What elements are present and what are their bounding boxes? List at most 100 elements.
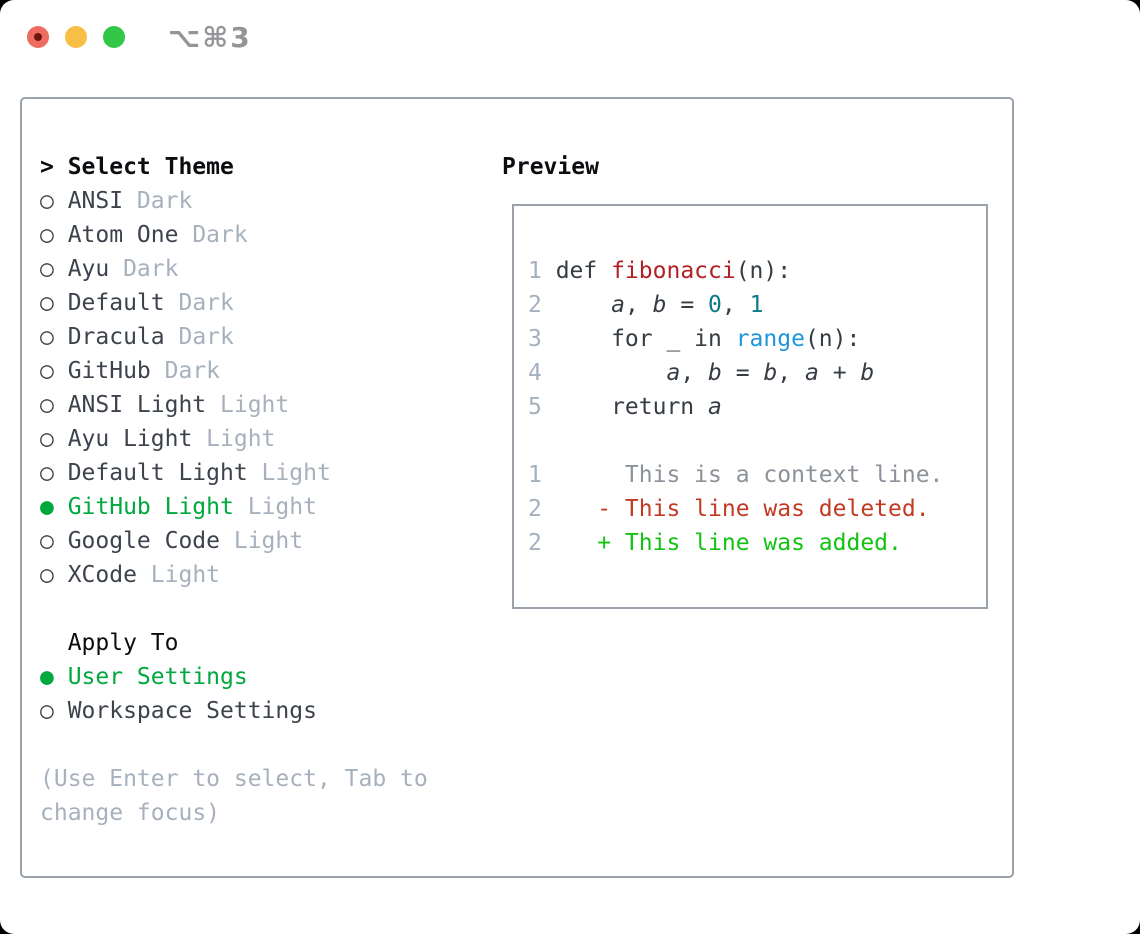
theme-name: Ayu: [67, 256, 110, 282]
preview-label: Preview: [502, 154, 599, 180]
select-theme-label: Select Theme: [67, 154, 234, 180]
code-segment: ,: [721, 292, 750, 318]
apply-option-label: Workspace Settings: [67, 698, 317, 724]
theme-name: ANSI Light: [67, 392, 207, 418]
radio-unselected-icon: ○: [40, 698, 54, 724]
code-segment: 0: [708, 292, 722, 318]
code-segment: [556, 292, 611, 318]
code-segment: a: [708, 394, 722, 420]
code-segment: a: [611, 292, 625, 318]
theme-variant-tag: Light: [247, 460, 331, 486]
theme-name: ANSI: [67, 188, 124, 214]
line-number: 2: [528, 530, 542, 556]
theme-variant-tag: Dark: [150, 358, 221, 384]
theme-item-ayu[interactable]: ○Ayu Dark: [40, 252, 490, 286]
radio-unselected-icon: ○: [40, 256, 54, 282]
code-segment: range: [735, 326, 805, 352]
cursor-prefix: >: [40, 154, 54, 180]
radio-unselected-icon: ○: [40, 222, 54, 248]
theme-list-column: >Select Theme ○ANSI Dark○Atom One Dark○A…: [40, 150, 490, 830]
theme-name: GitHub: [67, 358, 151, 384]
code-segment: +: [818, 360, 861, 386]
zoom-button[interactable]: [103, 26, 125, 48]
theme-item-google-code[interactable]: ○ Google Code Light: [40, 524, 490, 558]
radio-unselected-icon: ○: [40, 188, 54, 214]
theme-name: Atom One: [67, 222, 179, 248]
spacer: [40, 728, 490, 762]
theme-variant-tag: Dark: [164, 290, 234, 316]
apply-to-list: ● User Settings ○ Workspace Settings: [40, 660, 490, 728]
theme-variant-tag: Dark: [178, 222, 248, 248]
theme-item-default-light[interactable]: ○Default Light Light: [40, 456, 490, 490]
theme-name: XCode: [67, 562, 137, 588]
line-number: 1: [528, 258, 542, 284]
titlebar: ⌥⌘3: [0, 0, 1140, 76]
code-segment: return: [555, 394, 709, 420]
theme-variant-tag: Dark: [123, 188, 193, 214]
code-segment: ,: [624, 292, 653, 318]
apply-to-header: Apply To: [40, 626, 490, 660]
code-segment: for _ in: [555, 326, 736, 352]
theme-item-atom-one[interactable]: ○ Atom One Dark: [40, 218, 490, 252]
theme-list: ○ANSI Dark○Atom One Dark○Ayu Dark○Defaul…: [40, 184, 490, 592]
code-line: 2 + This line was added.: [528, 526, 943, 560]
apply-option-label: User Settings: [67, 664, 248, 690]
line-number: 1: [528, 462, 542, 488]
radio-unselected-icon: ○: [40, 324, 54, 350]
minimize-button[interactable]: [65, 26, 87, 48]
code-segment: This is a context line.: [555, 462, 944, 488]
radio-selected-icon: ●: [40, 494, 54, 520]
radio-unselected-icon: ○: [40, 392, 54, 418]
code-segment: ,: [680, 360, 709, 386]
line-number: 3: [528, 326, 542, 352]
code-segment: def: [555, 258, 612, 284]
code-segment: - This line was deleted.: [555, 496, 930, 522]
code-segment: a: [805, 360, 819, 386]
radio-unselected-icon: ○: [40, 358, 54, 384]
code-segment: =: [666, 292, 709, 318]
code-segment: (n):: [735, 258, 792, 284]
theme-item-xcode[interactable]: ○XCode Light: [40, 558, 490, 592]
theme-item-ayu-light[interactable]: ○Ayu Light Light: [40, 422, 490, 456]
theme-selector-panel: >Select Theme ○ANSI Dark○Atom One Dark○A…: [20, 97, 1014, 878]
theme-item-github-light[interactable]: ● GitHub Light Light: [40, 490, 490, 524]
theme-item-ansi[interactable]: ○ ANSI Dark: [40, 184, 490, 218]
theme-name: Default Light: [67, 460, 248, 486]
theme-variant-tag: Light: [220, 528, 304, 554]
theme-variant-tag: Light: [206, 392, 290, 418]
code-line: 4 a, b = b, a + b: [528, 356, 943, 390]
theme-name: Google Code: [67, 528, 221, 554]
radio-selected-icon: ●: [40, 664, 54, 690]
theme-item-default[interactable]: ○Default Dark: [40, 286, 490, 320]
theme-item-github[interactable]: ○ GitHub Dark: [40, 354, 490, 388]
hint-line: (Use Enter to select, Tab to: [40, 766, 428, 792]
radio-unselected-icon: ○: [40, 528, 54, 554]
theme-name: Dracula: [67, 324, 165, 350]
code-line: 2 - This line was deleted.: [528, 492, 943, 526]
line-number: 2: [528, 496, 542, 522]
apply-option-workspace-settings[interactable]: ○ Workspace Settings: [40, 694, 490, 728]
theme-item-ansi-light[interactable]: ○ ANSI Light Light: [40, 388, 490, 422]
code-segment: b: [652, 292, 667, 318]
line-number: 2: [528, 292, 542, 318]
code-segment: 1: [749, 292, 764, 318]
line-number: 5: [528, 394, 542, 420]
line-number: 4: [528, 360, 542, 386]
apply-to-label: Apply To: [67, 630, 179, 656]
theme-variant-tag: Light: [233, 494, 317, 520]
theme-name: GitHub Light: [67, 494, 234, 520]
code-segment: [556, 360, 667, 386]
theme-item-dracula[interactable]: ○ Dracula Dark: [40, 320, 490, 354]
theme-variant-tag: Light: [136, 562, 221, 588]
code-segment: a: [666, 360, 681, 386]
theme-name: Ayu Light: [67, 426, 193, 452]
theme-variant-tag: Dark: [164, 324, 234, 350]
code-segment: b: [860, 360, 875, 386]
close-button[interactable]: [27, 26, 49, 48]
apply-option-user-settings[interactable]: ● User Settings: [40, 660, 490, 694]
